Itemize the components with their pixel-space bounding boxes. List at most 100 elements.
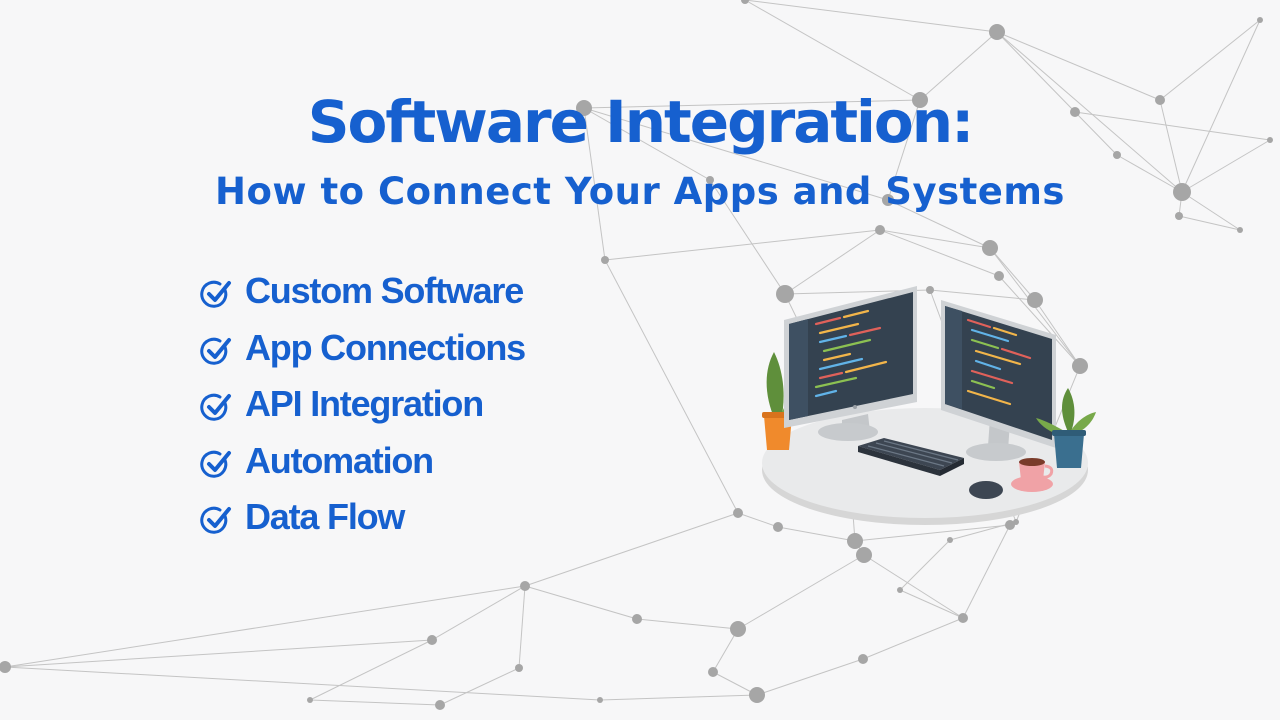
network-line — [439, 667, 520, 706]
network-node — [947, 537, 953, 543]
network-line — [524, 512, 739, 587]
network-line — [737, 512, 779, 528]
network-line — [709, 179, 786, 295]
monitor-left — [784, 286, 917, 441]
network-line — [854, 524, 1011, 542]
network-node — [597, 697, 603, 703]
network-node — [1155, 95, 1165, 105]
network-line — [712, 628, 739, 673]
network-line — [1178, 215, 1241, 231]
network-line — [996, 31, 1076, 113]
feature-label: App Connections — [245, 326, 526, 368]
network-node — [856, 547, 872, 563]
network-node — [576, 100, 592, 116]
check-circle-icon — [200, 280, 231, 308]
network-line — [879, 229, 1000, 277]
feature-label: Automation — [245, 439, 434, 481]
check-circle-icon — [200, 393, 231, 421]
network-node — [1257, 17, 1263, 23]
network-line — [899, 589, 964, 619]
network-node — [1072, 358, 1088, 374]
network-line — [309, 639, 433, 701]
network-node — [897, 587, 903, 593]
network-line — [599, 694, 758, 701]
network-line — [887, 99, 921, 201]
network-line — [524, 585, 638, 620]
network-node — [1070, 107, 1080, 117]
network-line — [998, 275, 1081, 367]
network-line — [1074, 111, 1271, 141]
network-node — [1175, 212, 1183, 220]
network-line — [1159, 19, 1261, 101]
network-node — [1237, 227, 1243, 233]
network-line — [1181, 191, 1241, 231]
check-circle-icon — [200, 506, 231, 534]
network-line — [879, 229, 991, 249]
network-line — [636, 618, 739, 630]
network-node — [706, 176, 714, 184]
feature-label: Data Flow — [245, 496, 405, 537]
network-node — [858, 654, 868, 664]
network-line — [744, 0, 921, 101]
network-node — [730, 621, 746, 637]
network-node — [926, 286, 934, 294]
network-line — [996, 31, 1161, 101]
network-line — [4, 585, 526, 668]
network-line — [604, 259, 739, 514]
feature-label: API Integration — [245, 383, 484, 424]
network-line — [1181, 19, 1261, 193]
feature-label: Custom Software — [245, 270, 524, 311]
network-line — [989, 247, 1036, 301]
network-line — [777, 526, 856, 542]
network-line — [737, 554, 865, 630]
network-node — [733, 508, 743, 518]
network-line — [1034, 299, 1081, 367]
monitor-right — [941, 300, 1056, 461]
network-node — [0, 661, 11, 673]
network-node — [1013, 519, 1019, 525]
network-line — [862, 617, 964, 660]
network-line — [929, 289, 1036, 301]
network-line — [1074, 111, 1118, 156]
network-node — [989, 24, 1005, 40]
network-line — [4, 666, 601, 701]
network-node — [1113, 151, 1121, 159]
page-title: Software Integration: — [307, 88, 975, 156]
network-line — [784, 229, 881, 295]
network-line — [1116, 154, 1183, 193]
network-node — [1267, 137, 1273, 143]
network-node — [773, 522, 783, 532]
check-circle-icon — [200, 450, 231, 478]
network-node — [749, 687, 765, 703]
network-line — [756, 658, 864, 696]
network-line — [4, 639, 433, 668]
network-node — [515, 664, 523, 672]
network-node — [307, 697, 313, 703]
network-line — [919, 31, 998, 101]
network-line — [431, 585, 526, 641]
network-node — [427, 635, 437, 645]
workstation-illustration — [762, 286, 1096, 525]
network-line — [309, 699, 441, 706]
network-node — [708, 667, 718, 677]
mouse — [969, 481, 1003, 499]
network-node — [1005, 520, 1015, 530]
network-line — [996, 31, 1183, 193]
network-node — [601, 256, 609, 264]
network-line — [583, 99, 921, 109]
page-subtitle: How to Connect Your Apps and Systems — [215, 170, 1065, 213]
keyboard — [858, 438, 964, 476]
check-circle-icon — [200, 337, 231, 365]
network-line — [1159, 99, 1183, 193]
network-line — [712, 671, 758, 696]
network-line — [583, 107, 711, 181]
network-node — [1173, 183, 1191, 201]
network-line — [583, 107, 606, 261]
network-node — [520, 581, 530, 591]
network-line — [899, 539, 951, 591]
network-node — [847, 533, 863, 549]
network-line — [583, 107, 889, 201]
network-node — [958, 613, 968, 623]
network-line — [744, 0, 998, 33]
network-node — [994, 271, 1004, 281]
